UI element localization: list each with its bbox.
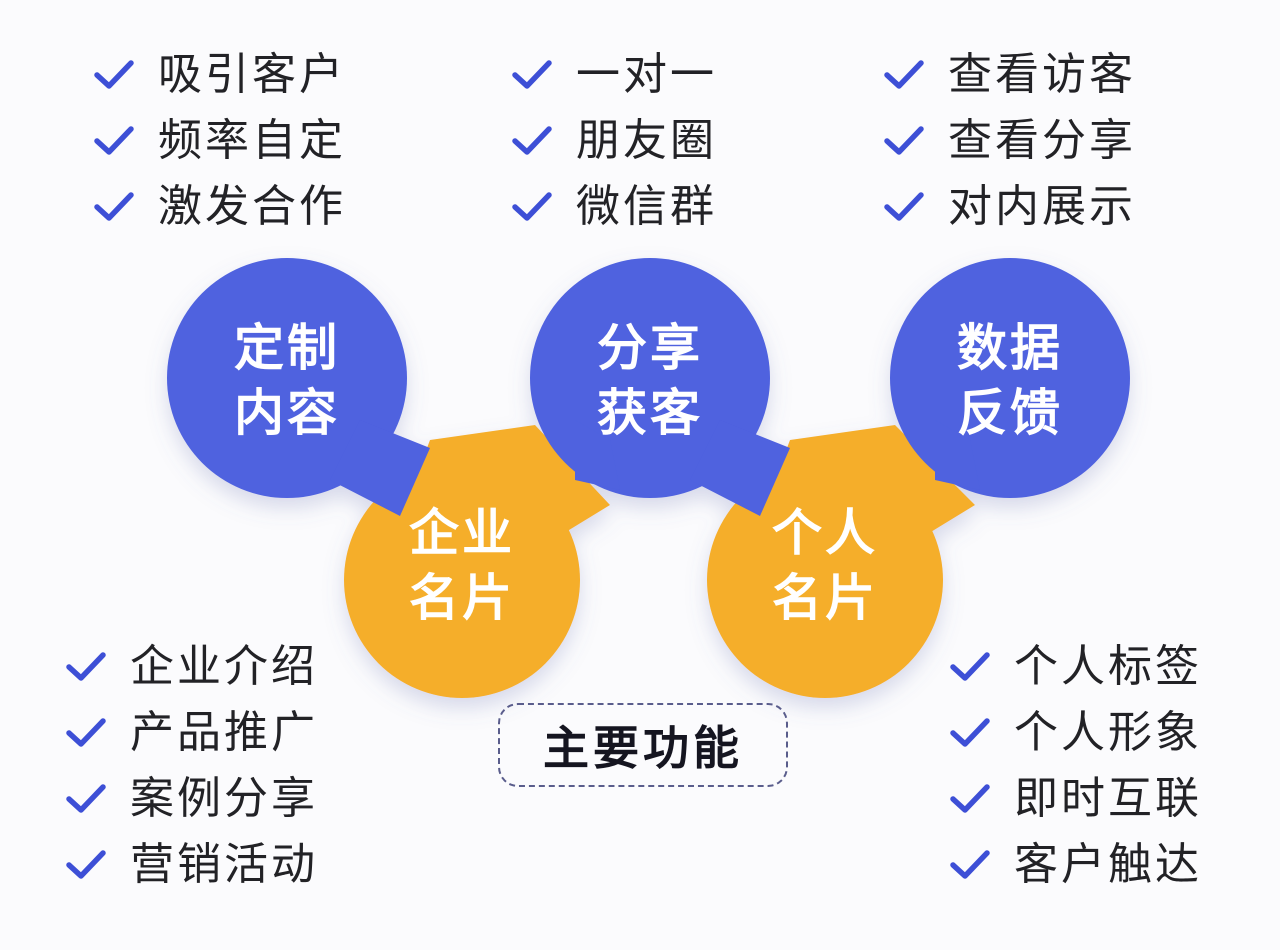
list-item-label: 激发合作	[158, 181, 346, 232]
checkmark-icon	[512, 126, 552, 155]
checkmark-icon	[884, 60, 924, 89]
blue-node-custom-content	[167, 258, 430, 516]
list-item: 个人形象	[948, 700, 1202, 766]
checkmark-icon	[94, 126, 134, 155]
list-item: 激发合作	[92, 174, 346, 240]
list-item: 企业介绍	[64, 634, 318, 700]
list-item: 微信群	[510, 174, 717, 240]
checkmark-icon	[66, 784, 106, 813]
checkmark-icon	[884, 126, 924, 155]
list-item: 查看访客	[882, 42, 1136, 108]
checkmark-icon	[66, 652, 106, 681]
blue-node-data-feedback	[890, 258, 1130, 498]
feature-list-share-acquire: 一对一 朋友圈 微信群	[510, 42, 717, 240]
list-item: 频率自定	[92, 108, 346, 174]
list-item: 个人标签	[948, 634, 1202, 700]
list-item-label: 一对一	[576, 49, 717, 100]
checkmark-icon	[66, 850, 106, 879]
list-item-label: 个人形象	[1014, 707, 1202, 758]
checkmark-icon	[94, 192, 134, 221]
node-label: 获客	[597, 384, 703, 442]
feature-list-custom-content: 吸引客户 频率自定 激发合作	[92, 42, 346, 240]
list-item-label: 对内展示	[948, 181, 1136, 232]
checkmark-icon	[94, 60, 134, 89]
feature-list-personal-card: 个人标签 个人形象 即时互联 客户触达	[948, 634, 1202, 898]
list-item: 案例分享	[64, 766, 318, 832]
node-label: 反馈	[957, 384, 1063, 442]
list-item-label: 案例分享	[130, 773, 318, 824]
list-item-label: 客户触达	[1014, 839, 1202, 890]
checkmark-icon	[512, 192, 552, 221]
list-item-label: 企业介绍	[130, 641, 318, 692]
feature-list-enterprise-card: 企业介绍 产品推广 案例分享 营销活动	[64, 634, 318, 898]
list-item: 营销活动	[64, 832, 318, 898]
list-item-label: 吸引客户	[158, 49, 346, 100]
checkmark-icon	[950, 784, 990, 813]
list-item: 吸引客户	[92, 42, 346, 108]
node-label: 企业	[409, 504, 515, 562]
list-item-label: 即时互联	[1014, 773, 1202, 824]
node-label: 名片	[409, 569, 515, 627]
checkmark-icon	[950, 652, 990, 681]
list-item-label: 朋友圈	[576, 115, 717, 166]
list-item: 查看分享	[882, 108, 1136, 174]
feature-list-data-feedback: 查看访客 查看分享 对内展示	[882, 42, 1136, 240]
orange-node-enterprise-card	[344, 425, 610, 698]
node-label: 数据	[957, 319, 1063, 377]
list-item: 客户触达	[948, 832, 1202, 898]
list-item-label: 产品推广	[130, 707, 318, 758]
list-item-label: 查看分享	[948, 115, 1136, 166]
checkmark-icon	[66, 718, 106, 747]
list-item: 朋友圈	[510, 108, 717, 174]
node-label: 名片	[772, 569, 878, 627]
list-item: 一对一	[510, 42, 717, 108]
list-item: 产品推广	[64, 700, 318, 766]
list-item-label: 个人标签	[1014, 641, 1202, 692]
list-item-label: 频率自定	[158, 115, 346, 166]
checkmark-icon	[950, 850, 990, 879]
list-item: 即时互联	[948, 766, 1202, 832]
blue-node-share-acquire	[530, 258, 790, 516]
checkmark-icon	[950, 718, 990, 747]
node-label: 个人	[772, 504, 878, 562]
checkmark-icon	[512, 60, 552, 89]
orange-node-personal-card	[707, 425, 975, 698]
main-features-badge: 主要功能	[498, 703, 788, 787]
badge-label: 主要功能	[543, 721, 743, 775]
list-item: 对内展示	[882, 174, 1136, 240]
list-item-label: 营销活动	[130, 839, 318, 890]
list-item-label: 微信群	[576, 181, 717, 232]
node-label: 分享	[597, 319, 703, 377]
list-item-label: 查看访客	[948, 49, 1136, 100]
checkmark-icon	[884, 192, 924, 221]
node-label: 定制	[234, 319, 340, 377]
node-label: 内容	[234, 384, 340, 442]
